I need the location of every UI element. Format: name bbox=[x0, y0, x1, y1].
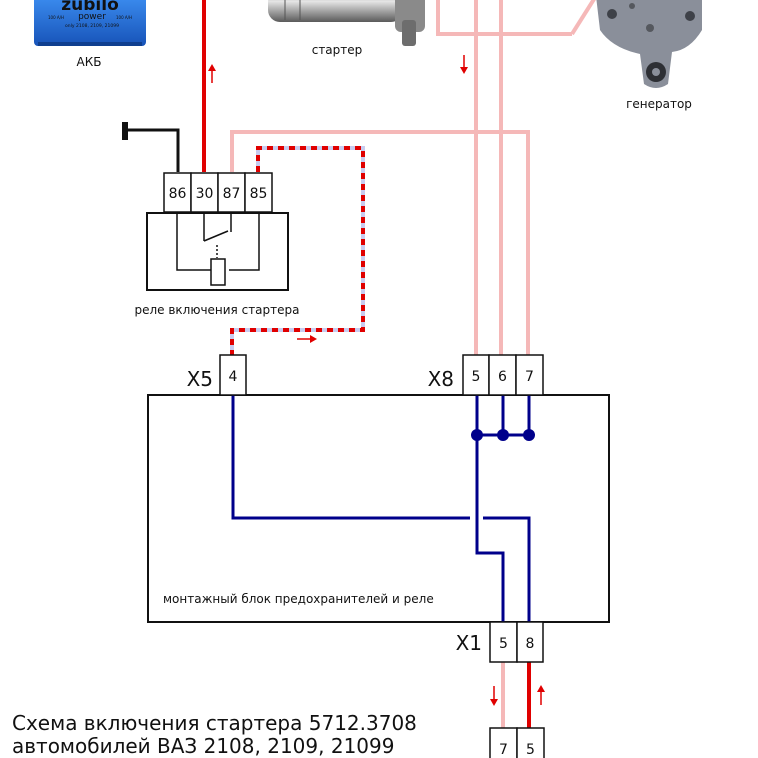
bottom-pin-5: 5 bbox=[526, 742, 535, 758]
relay-pin-85: 85 bbox=[250, 186, 268, 202]
relay-pin-30: 30 bbox=[196, 186, 214, 202]
mounting-block bbox=[147, 394, 610, 623]
arrow-down-icon bbox=[490, 686, 498, 706]
power-wires bbox=[202, 0, 531, 728]
arrow-down-icon bbox=[460, 55, 468, 74]
battery-small-line: only 2108, 2109, 21099 bbox=[65, 23, 119, 29]
direction-arrows bbox=[208, 55, 545, 706]
x8-pin-7: 7 bbox=[525, 369, 534, 385]
diagram-title: Схема включения стартера 5712.3708 автом… bbox=[12, 712, 417, 758]
arrow-up-icon bbox=[537, 685, 545, 705]
battery-small-right: 100 A/H bbox=[116, 15, 132, 20]
connector-x8: X8 5 6 7 bbox=[428, 354, 544, 396]
connector-x1-name: X1 bbox=[456, 631, 482, 655]
connector-x1: X1 5 8 bbox=[456, 621, 544, 663]
x1-pin-8: 8 bbox=[526, 636, 535, 652]
battery-sub: power bbox=[78, 12, 106, 22]
x5-pin-4: 4 bbox=[229, 369, 238, 385]
battery-label: АКБ bbox=[77, 55, 102, 69]
x1-pin-5: 5 bbox=[499, 636, 508, 652]
bottom-connector: 7 5 bbox=[489, 727, 545, 758]
arrow-right-icon bbox=[297, 335, 317, 343]
relay-pin-87: 87 bbox=[223, 186, 241, 202]
signal-wire-85 bbox=[230, 146, 365, 355]
generator-image bbox=[596, 0, 702, 88]
starter-relay: 86 30 87 85 bbox=[146, 172, 289, 291]
relay-pin-row: 86 30 87 85 bbox=[163, 172, 273, 213]
battery-brand: zubilo bbox=[61, 0, 119, 15]
x8-pin-6: 6 bbox=[498, 369, 507, 385]
battery-small-left: 100 A/H bbox=[48, 15, 64, 20]
block-label: монтажный блок предохранителей и реле bbox=[163, 592, 434, 606]
connector-x8-name: X8 bbox=[428, 367, 454, 391]
relay-label: реле включения стартера bbox=[134, 303, 299, 317]
diagram-title-line1: Схема включения стартера 5712.3708 bbox=[12, 711, 417, 735]
diagram-title-line2: автомобилей ВАЗ 2108, 2109, 21099 bbox=[12, 734, 395, 758]
starter-label: стартер bbox=[312, 43, 363, 57]
starter-image bbox=[268, 0, 425, 46]
generator-label: генератор bbox=[626, 97, 692, 111]
pink-wires bbox=[230, 0, 596, 728]
connector-x5: X5 4 bbox=[187, 354, 247, 396]
relay-pin-86: 86 bbox=[169, 186, 187, 202]
connector-x5-name: X5 bbox=[187, 367, 213, 391]
ground-lead bbox=[122, 122, 180, 172]
arrow-up-icon bbox=[208, 64, 216, 83]
x8-pin-5: 5 bbox=[472, 369, 481, 385]
bottom-pin-7: 7 bbox=[499, 742, 508, 758]
battery-image: zubilo power 100 A/H 100 A/H only 2108, … bbox=[34, 0, 146, 46]
